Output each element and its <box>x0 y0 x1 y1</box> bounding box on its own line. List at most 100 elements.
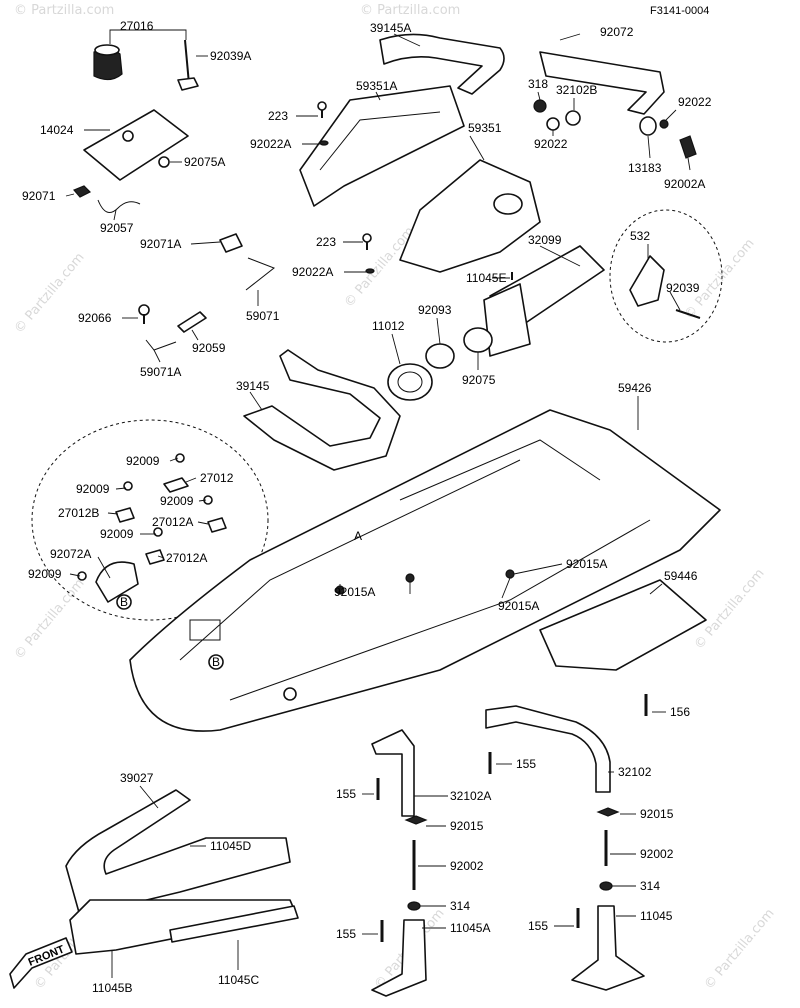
part-11012 <box>387 363 433 401</box>
label-92059: 92059 <box>192 341 226 355</box>
watermark: © Partzilla.com <box>702 906 778 992</box>
label-92057: 92057 <box>100 221 134 235</box>
label-39145: 39145 <box>236 379 270 393</box>
part-92009 <box>153 527 163 537</box>
label-27012A: 27012A <box>152 515 193 529</box>
label-314: 314 <box>640 879 660 893</box>
label-92039: 92039 <box>666 281 700 295</box>
detail-circle-A <box>609 209 723 343</box>
label-39145A: 39145A <box>370 21 411 35</box>
label-92022A: 92022A <box>292 265 333 279</box>
watermark: © Partzilla.com <box>14 3 114 18</box>
part-27012B <box>115 507 135 523</box>
label-155: 155 <box>528 919 548 933</box>
label-92015: 92015 <box>450 819 484 833</box>
part-59071 <box>245 257 276 291</box>
label-92002A: 92002A <box>664 177 705 191</box>
label-59446: 59446 <box>664 569 698 583</box>
watermark: © Partzilla.com <box>360 3 460 18</box>
part-11045A <box>371 919 427 997</box>
label-27012B: 27012B <box>58 506 99 520</box>
part-59351A <box>299 85 465 207</box>
label-92022A: 92022A <box>250 137 291 151</box>
label-532: 11045E <box>466 271 506 285</box>
part-92093 <box>425 343 455 369</box>
label-32102B: 32102B <box>556 83 597 97</box>
label-92009: 92009 <box>76 482 110 496</box>
callout-A: A <box>354 529 362 543</box>
part-92066 <box>138 304 150 324</box>
label-32102A: 32102A <box>450 789 491 803</box>
label-92015A: 92015A <box>498 599 539 613</box>
label-155: 155 <box>516 757 536 771</box>
label-92072: 92072 <box>600 25 634 39</box>
part-59351 <box>399 159 541 273</box>
label-11045E: 532 <box>630 229 650 243</box>
label-59071: 59071 <box>246 309 280 323</box>
label-11045: 11045 <box>640 909 673 923</box>
part-223-bolt <box>362 233 372 250</box>
label-92066: 92066 <box>78 311 112 325</box>
part-27012A <box>145 549 165 565</box>
label-11045D: 11045D <box>210 839 251 853</box>
part-314-nut <box>407 901 421 911</box>
label-314: 314 <box>450 899 470 913</box>
part-39027 <box>65 789 291 917</box>
part-27016-cap <box>93 44 123 81</box>
part-314-nut <box>599 881 613 891</box>
part-92015-nut <box>404 815 428 825</box>
label-92075: 92075 <box>462 373 496 387</box>
label-92009: 92009 <box>100 527 134 541</box>
label-155: 155 <box>336 787 356 801</box>
label-11045A: 11045A <box>450 921 490 935</box>
part-92072A <box>95 561 139 603</box>
part-32102A <box>371 729 415 817</box>
label-11012: 11012 <box>372 319 405 333</box>
part-labels: 27016 92039A 14024 92075A 92071 92057 39… <box>22 19 712 995</box>
label-11045C: 11045C <box>218 973 259 987</box>
part-92075A <box>158 156 170 168</box>
label-223: 223 <box>268 109 288 123</box>
callout-B: B <box>120 595 128 609</box>
part-92009 <box>123 481 133 491</box>
part-92022 <box>546 117 560 131</box>
part-11045C <box>169 905 299 943</box>
label-156: 156 <box>670 705 690 719</box>
label-92009: 92009 <box>28 567 62 581</box>
label-92015: 92015 <box>640 807 674 821</box>
label-92002: 92002 <box>640 847 674 861</box>
part-27012A <box>207 517 227 533</box>
label-92009: 92009 <box>160 494 194 508</box>
watermark: © Partzilla.com <box>12 250 88 336</box>
part-92002A <box>679 135 697 159</box>
part-92022 <box>659 119 669 129</box>
part-92071 <box>72 185 92 198</box>
label-155: 155 <box>336 927 356 941</box>
watermark: © Partzilla.com <box>692 566 768 652</box>
label-32099: 32099 <box>528 233 562 247</box>
label-92071A: 92071A <box>140 237 181 251</box>
label-223: 223 <box>316 235 336 249</box>
part-92039A <box>177 39 199 91</box>
part-92059 <box>177 311 207 333</box>
part-92015A <box>505 569 515 579</box>
part-27012 <box>163 477 189 493</box>
part-92071A <box>219 233 243 253</box>
part-92057 <box>97 199 141 213</box>
part-59071A <box>145 339 177 351</box>
label-27012: 27012 <box>200 471 234 485</box>
label-92072A: 92072A <box>50 547 91 561</box>
label-59426: 59426 <box>618 381 652 395</box>
part-92022A-washer <box>319 140 329 146</box>
part-13183 <box>639 116 657 136</box>
part-32102B <box>565 110 581 126</box>
label-92022: 92022 <box>678 95 712 109</box>
leader-lines <box>65 29 691 978</box>
part-318 <box>533 99 547 113</box>
label-92039A: 92039A <box>210 49 251 63</box>
part-92072 <box>539 51 665 115</box>
part-92015-nut <box>596 807 620 817</box>
label-92009: 92009 <box>126 454 160 468</box>
part-59426-hull: B A <box>129 409 721 732</box>
